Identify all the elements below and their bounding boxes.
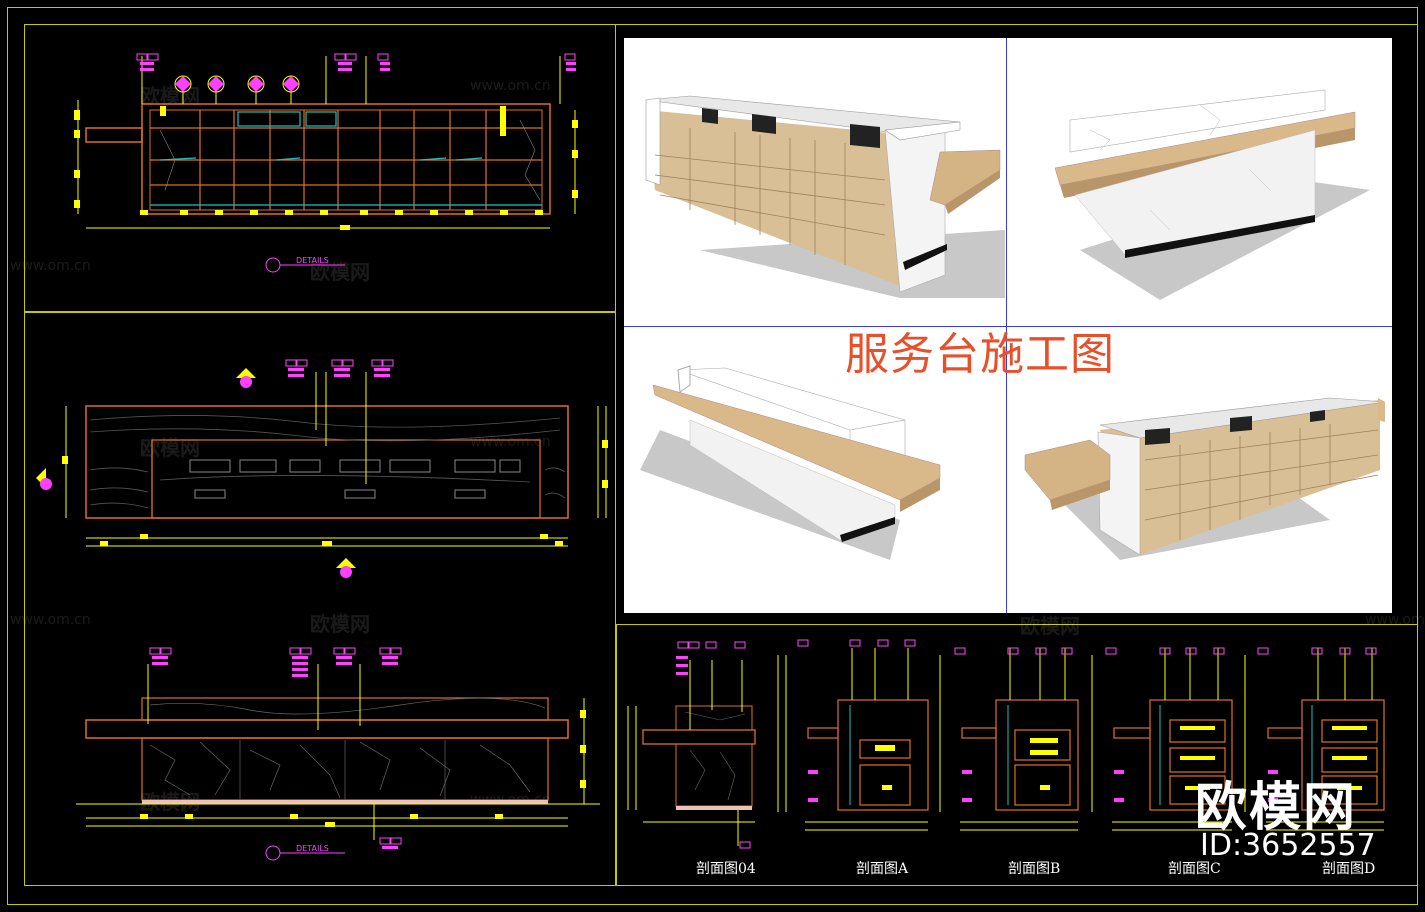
watermark: 欧模网	[1020, 614, 1080, 638]
watermark: 欧模网	[310, 260, 370, 284]
watermark: www.om.cn	[470, 78, 551, 94]
brand-id: ID:3652557	[1200, 828, 1376, 863]
watermark: www.om.cn	[654, 258, 735, 274]
watermark: 欧模网	[1024, 256, 1084, 280]
brand-logo-text: 欧模网	[1195, 778, 1358, 838]
section-04-drawing	[627, 641, 756, 849]
watermark: 欧模网	[839, 82, 899, 106]
details-label: DETAILS	[296, 256, 329, 265]
watermark: 欧模网	[310, 612, 370, 636]
drawing-title: 服务台施工图	[845, 329, 1115, 380]
section-label-04: 剖面图04	[696, 861, 756, 877]
watermark: www.om.cn	[10, 612, 91, 628]
section-label-c: 剖面图C	[1168, 861, 1221, 877]
watermark: www.om.cn	[470, 434, 551, 450]
section-label-b: 剖面图B	[1008, 861, 1061, 877]
panel-bottom-right	[616, 624, 1418, 886]
watermark: www.om.cn	[1189, 78, 1270, 94]
panel-mid-left	[24, 312, 616, 886]
panel-top-left	[24, 24, 616, 312]
section-label-d: 剖面图D	[1322, 861, 1376, 877]
details-label: DETAILS	[296, 844, 329, 853]
watermark: www.om.cn	[1365, 612, 1425, 628]
watermark: www.om.cn	[10, 258, 91, 274]
section-label-a: 剖面图A	[856, 861, 909, 877]
